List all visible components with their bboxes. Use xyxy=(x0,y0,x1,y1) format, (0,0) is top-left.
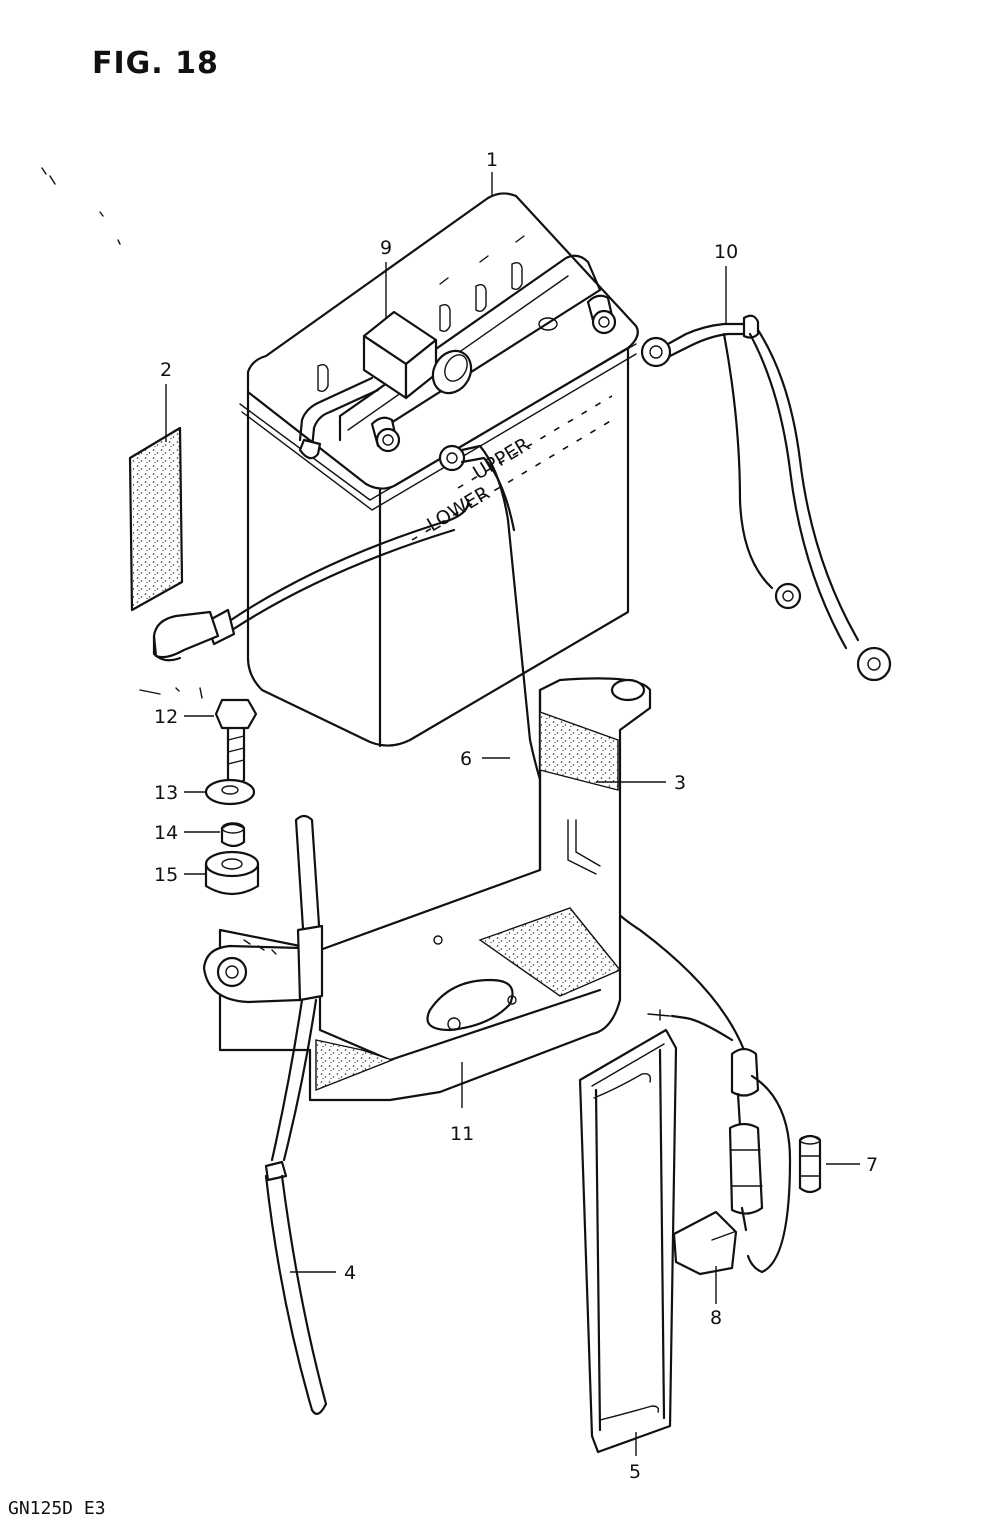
negative-cable xyxy=(438,444,746,1052)
callout-10: 10 xyxy=(714,241,738,263)
callout-7: 7 xyxy=(866,1154,878,1176)
callout-12: 12 xyxy=(154,706,178,728)
plate xyxy=(128,426,184,612)
fuse-holder xyxy=(672,1047,792,1276)
model-code: GN125D E3 xyxy=(8,1498,106,1519)
overflow-tube xyxy=(264,814,328,1415)
callout-15: 15 xyxy=(154,864,178,886)
callouts: 1 2 3 4 5 6 7 8 9 10 11 12 13 xyxy=(154,149,878,1483)
callout-13: 13 xyxy=(154,782,178,804)
callout-5: 5 xyxy=(629,1461,641,1483)
positive-cable xyxy=(640,314,892,682)
battery-tube xyxy=(152,498,470,662)
callout-14: 14 xyxy=(154,822,178,844)
callout-3: 3 xyxy=(674,772,686,794)
callout-4: 4 xyxy=(344,1262,356,1284)
washer xyxy=(204,778,256,806)
stray-marks xyxy=(41,167,203,699)
callout-2: 2 xyxy=(160,359,172,381)
callout-9: 9 xyxy=(380,237,392,259)
battery-band xyxy=(578,1028,678,1454)
battery: UPPER LOWER xyxy=(239,192,639,748)
fuse xyxy=(798,1134,822,1194)
callout-8: 8 xyxy=(710,1307,722,1329)
figure-title: FIG. 18 xyxy=(92,46,219,81)
callout-1: 1 xyxy=(486,149,498,171)
battery-holder xyxy=(202,677,652,1102)
callout-11: 11 xyxy=(450,1123,474,1145)
bolt xyxy=(214,698,258,786)
cushion xyxy=(204,850,260,896)
breather-cap xyxy=(298,310,473,460)
callout-6: 6 xyxy=(460,748,472,770)
collar xyxy=(220,822,246,848)
